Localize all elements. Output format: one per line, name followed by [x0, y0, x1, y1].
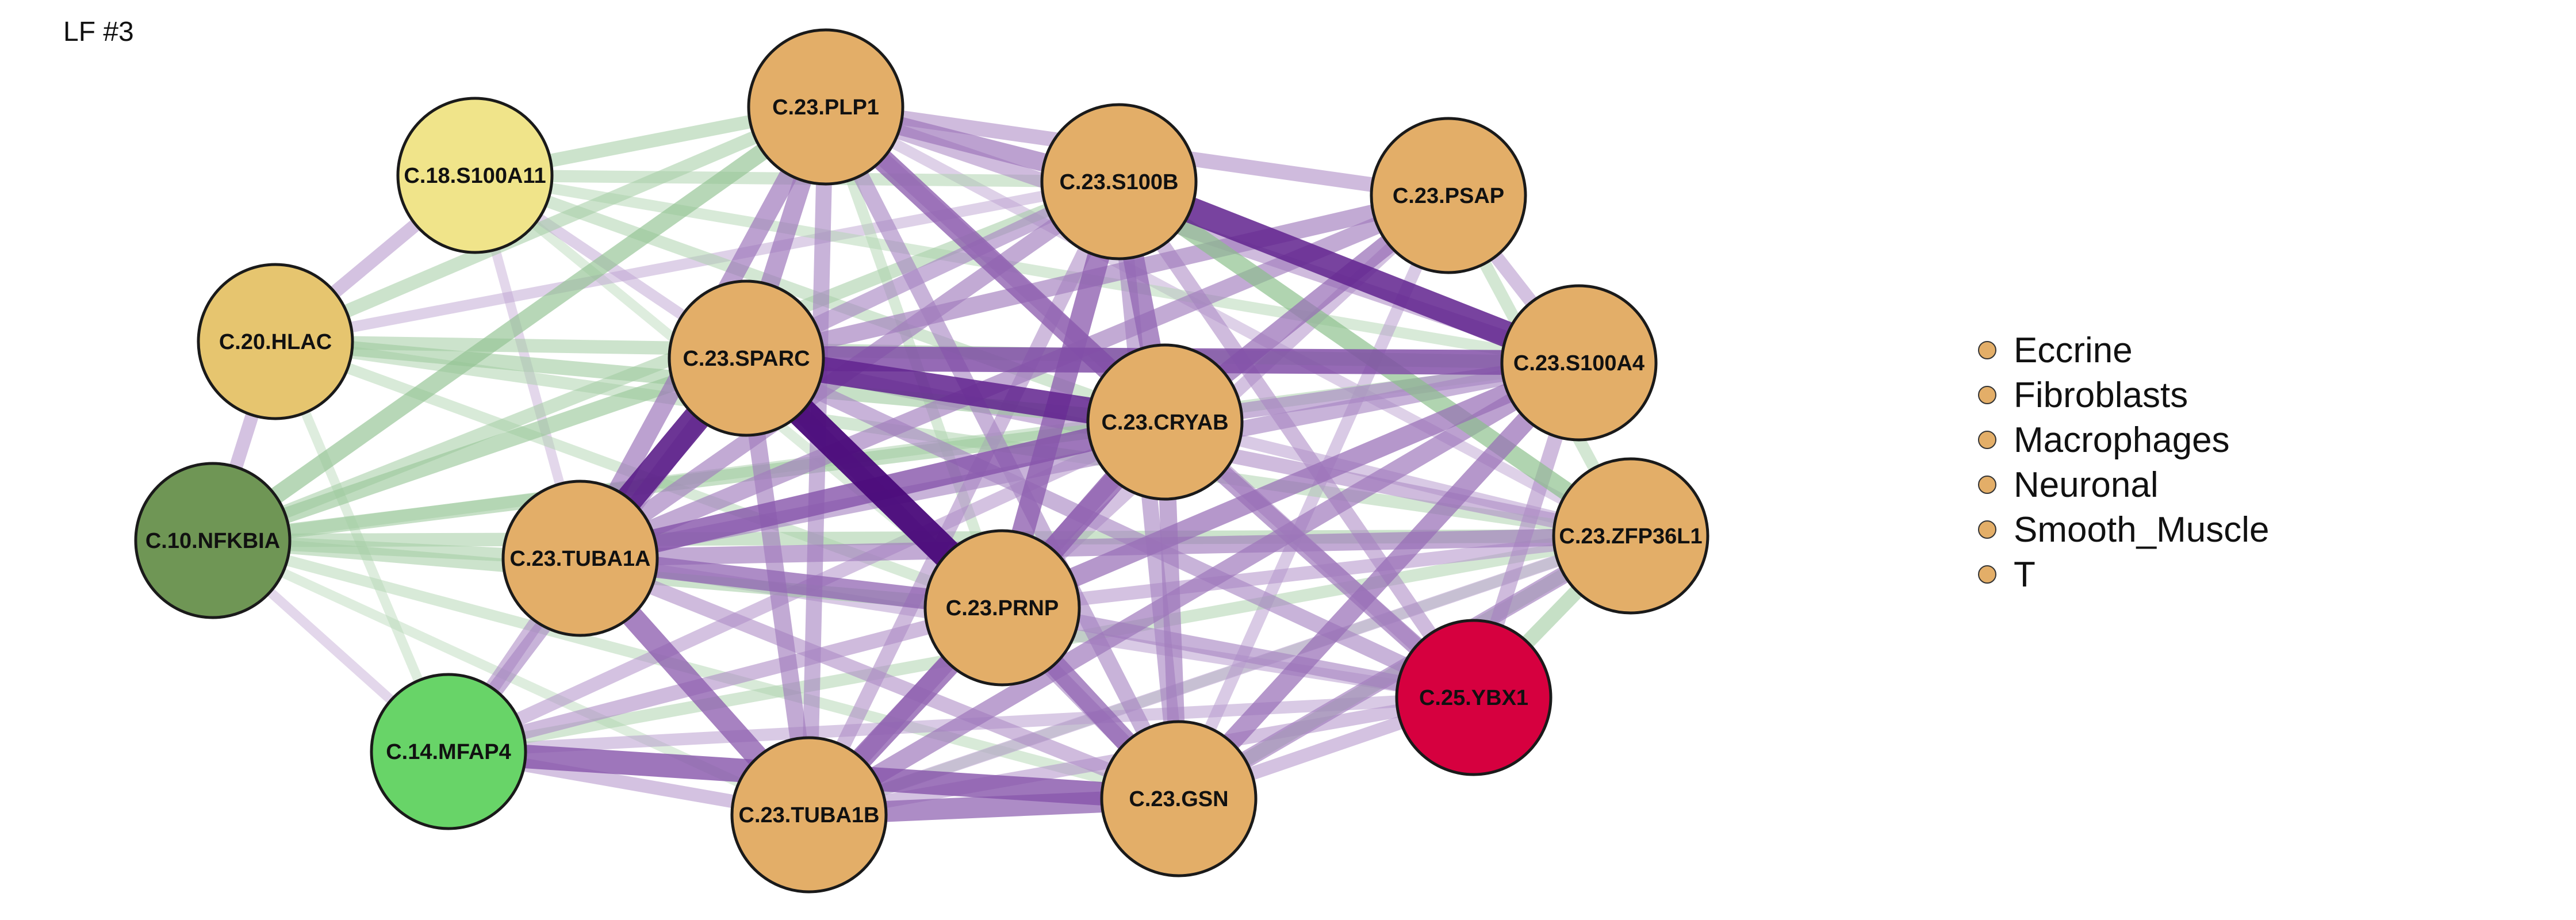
- node-label: C.20.HLAC: [219, 330, 332, 354]
- edge-C.20.HLAC-C.23.ZFP36L1: [274, 335, 1632, 542]
- node-label: C.23.S100A4: [1513, 351, 1644, 375]
- node-circle: [730, 736, 888, 894]
- legend-label: Smooth_Muscle: [2014, 509, 2270, 550]
- edge-C.23.S100B-C.25.YBX1: [1113, 177, 1480, 702]
- legend-label: Neuronal: [2014, 465, 2159, 505]
- node-label: C.14.MFAP4: [386, 740, 511, 764]
- legend-swatch: [1978, 431, 1996, 449]
- node-circle: [1500, 284, 1658, 442]
- edge-C.14.MFAP4-C.23.PRNP: [446, 600, 1005, 759]
- edge-C.23.ZFP36L1-C.23.TUBA1B: [807, 530, 1633, 821]
- legend-label: T: [2014, 554, 2035, 595]
- node-C.23.GSN: C.23.GSN: [1100, 720, 1258, 877]
- node-label: C.23.PSAP: [1393, 184, 1504, 208]
- node-label: C.23.SPARC: [683, 347, 810, 371]
- edge-C.10.NFKBIA-C.23.GSN: [211, 535, 1180, 804]
- node-label: C.23.CRYAB: [1101, 411, 1228, 435]
- node-circle: [370, 673, 527, 830]
- edge-C.20.HLAC-C.23.S100B: [274, 176, 1120, 347]
- legend-label: Fibroblasts: [2014, 375, 2188, 415]
- node-label: C.23.PLP1: [772, 95, 879, 120]
- graph-title: LF #3: [63, 17, 134, 47]
- edge-C.23.SPARC-C.25.YBX1: [743, 351, 1477, 705]
- legend-swatch: [1978, 341, 1996, 359]
- node-label: C.25.YBX1: [1419, 686, 1528, 710]
- edge-C.10.NFKBIA-C.23.SPARC: [210, 350, 749, 549]
- legend-item: Eccrine: [1978, 328, 2270, 373]
- node-label: C.23.PRNP: [946, 596, 1059, 620]
- node-circle: [1100, 720, 1258, 877]
- node-C.23.PSAP: C.23.PSAP: [1370, 117, 1527, 274]
- node-C.23.TUBA1B: C.23.TUBA1B: [730, 736, 888, 894]
- node-label: C.23.GSN: [1129, 787, 1228, 811]
- node-circle: [1370, 117, 1527, 274]
- legend-item: Smooth_Muscle: [1978, 507, 2270, 552]
- edge-C.10.NFKBIA-C.23.PLP1: [208, 99, 831, 548]
- node-C.10.NFKBIA: C.10.NFKBIA: [134, 462, 292, 619]
- node-C.23.S100B: C.23.S100B: [1040, 103, 1198, 260]
- legend-item: Fibroblasts: [1978, 373, 2270, 417]
- node-C.23.S100A4: C.23.S100A4: [1500, 284, 1658, 442]
- edge-C.23.TUBA1A-C.23.GSN: [577, 551, 1182, 806]
- node-circle: [501, 480, 659, 637]
- legend-swatch: [1978, 520, 1996, 539]
- legend-swatch: [1978, 565, 1996, 584]
- node-C.18.S100A11: C.18.S100A11: [396, 97, 554, 254]
- node-circle: [747, 28, 904, 186]
- node-circle: [668, 279, 825, 437]
- legend-item: Macrophages: [1978, 417, 2270, 462]
- node-circle: [923, 529, 1081, 687]
- node-label: C.18.S100A11: [404, 164, 546, 188]
- legend: Eccrine Fibroblasts Macrophages Neuronal…: [1978, 328, 2270, 597]
- legend-swatch: [1978, 476, 1996, 494]
- legend-label: Eccrine: [2014, 330, 2133, 370]
- edge-C.23.S100A4-C.23.PRNP: [998, 354, 1583, 617]
- node-circle: [1395, 619, 1552, 776]
- edge-C.23.S100A4-C.23.GSN: [1171, 356, 1586, 806]
- node-circle: [1086, 343, 1244, 501]
- legend-item: Neuronal: [1978, 462, 2270, 507]
- legend-label: Macrophages: [2014, 420, 2230, 460]
- node-circle: [134, 462, 292, 619]
- edge-C.23.S100B-C.23.S100A4: [1114, 169, 1584, 375]
- node-C.23.TUBA1A: C.23.TUBA1A: [501, 480, 659, 637]
- node-circle: [396, 97, 554, 254]
- node-C.20.HLAC: C.20.HLAC: [197, 263, 354, 420]
- legend-swatch: [1978, 386, 1996, 404]
- node-label: C.10.NFKBIA: [145, 529, 280, 553]
- node-C.23.PLP1: C.23.PLP1: [747, 28, 904, 186]
- node-label: C.23.ZFP36L1: [1559, 524, 1702, 549]
- node-C.23.PRNP: C.23.PRNP: [923, 529, 1081, 687]
- node-circle: [197, 263, 354, 420]
- node-circle: [1552, 457, 1709, 615]
- node-label: C.23.S100B: [1059, 170, 1178, 194]
- node-circle: [1040, 103, 1198, 260]
- node-C.23.ZFP36L1: C.23.ZFP36L1: [1552, 457, 1709, 615]
- node-C.23.CRYAB: C.23.CRYAB: [1086, 343, 1244, 501]
- legend-item: T: [1978, 552, 2270, 597]
- node-C.14.MFAP4: C.14.MFAP4: [370, 673, 527, 830]
- edge-C.23.ZFP36L1-C.23.TUBA1A: [580, 527, 1631, 567]
- node-label: C.23.TUBA1A: [510, 547, 651, 571]
- node-label: C.23.TUBA1B: [739, 803, 880, 827]
- node-C.25.YBX1: C.25.YBX1: [1395, 619, 1552, 776]
- node-C.23.SPARC: C.23.SPARC: [668, 279, 825, 437]
- edge-C.20.HLAC-C.23.PLP1: [273, 101, 829, 348]
- edge-C.23.S100A4-C.23.TUBA1B: [804, 355, 1584, 823]
- edges-layer: [206, 98, 1636, 826]
- edge-C.18.S100A11-C.23.S100A4: [474, 170, 1580, 369]
